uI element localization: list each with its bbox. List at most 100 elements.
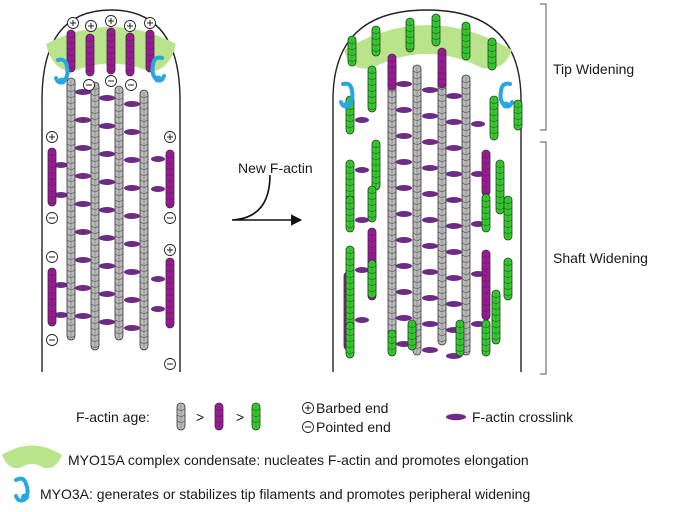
crosslink (355, 217, 369, 223)
crosslink (422, 217, 438, 223)
crosslink (151, 156, 165, 162)
pointed-end-marker (164, 212, 176, 224)
right-myo3a-motors (339, 81, 514, 109)
crosslink (75, 145, 91, 151)
crosslink (396, 211, 412, 217)
legend-graphics (2, 402, 466, 503)
old-actin-filament (437, 69, 447, 346)
crosslink (124, 297, 140, 303)
barbed-end-marker (144, 17, 156, 29)
crosslink (75, 257, 91, 263)
crosslink (99, 123, 115, 129)
arrow-label: New F-actin (238, 160, 313, 176)
crosslink (124, 241, 140, 247)
crosslink (446, 119, 462, 125)
crosslink (396, 159, 412, 165)
crosslink (446, 93, 462, 99)
new-actin-filament (387, 329, 397, 357)
crosslink (99, 207, 115, 213)
legend-order-symbol-2: > (236, 409, 245, 425)
legend-myo3a-label: MYO3A: generates or stabilizes tip filam… (40, 486, 531, 502)
new-actin-filament (503, 195, 513, 241)
crosslink (422, 113, 438, 119)
legend-crosslink-label: F-actin crosslink (472, 409, 574, 425)
new-actin-filament (367, 259, 377, 299)
new-actin-filament (345, 245, 355, 331)
new-actin-filament (371, 139, 381, 191)
legend-barbed-end-icon (302, 402, 314, 414)
barbed-end-marker (105, 15, 117, 27)
barbed-end-marker (124, 20, 136, 32)
barbed-end-marker (46, 131, 58, 143)
left-filaments (47, 27, 175, 351)
crosslink (355, 167, 369, 173)
new-actin-filament (491, 289, 501, 345)
crosslink (99, 95, 115, 101)
new-actin-arrow (231, 174, 303, 226)
myo3a-icon (54, 57, 70, 85)
new-actin-filament (405, 17, 415, 53)
crosslink (396, 263, 412, 269)
crosslink (151, 186, 165, 192)
crosslink (471, 121, 485, 127)
legend-new-actin-filament (251, 402, 261, 431)
old-actin-filament (387, 59, 397, 346)
crosslink (471, 221, 485, 227)
crosslink (355, 267, 369, 273)
legend-myo15a-label: MYO15A complex condensate: nucleates F-a… (68, 452, 529, 468)
crosslink (422, 295, 438, 301)
legend-crosslink-icon (446, 413, 466, 421)
new-actin-filament (431, 13, 441, 47)
mid-actin-filament (165, 149, 175, 209)
crosslink (124, 213, 140, 219)
tip-widening-label: Tip Widening (553, 61, 635, 77)
crosslink (446, 275, 462, 281)
crosslink (75, 285, 91, 291)
crosslink (99, 179, 115, 185)
mid-actin-filament (85, 33, 95, 77)
pointed-end-marker (164, 358, 176, 370)
crosslink (54, 162, 68, 168)
mid-actin-filament (165, 257, 175, 329)
right-filaments (343, 13, 523, 359)
old-actin-filament (461, 74, 471, 356)
crosslink (396, 107, 412, 113)
crosslink (75, 173, 91, 179)
new-actin-filament (461, 21, 471, 61)
new-actin-filament (489, 95, 499, 141)
crosslink (446, 171, 462, 177)
mid-actin-filament (106, 27, 116, 75)
crosslink (422, 165, 438, 171)
crosslink (396, 133, 412, 139)
left-myo3a-motors (54, 55, 166, 85)
old-actin-filament (114, 85, 124, 341)
crosslink (446, 301, 462, 307)
barbed-end-marker (164, 244, 176, 256)
mid-actin-filament (387, 53, 397, 91)
right-membrane-outline (332, 9, 522, 372)
crosslink (54, 312, 68, 318)
crosslink (446, 197, 462, 203)
crosslink (151, 306, 165, 312)
new-actin-filament (407, 319, 417, 351)
crosslink (446, 249, 462, 255)
pointed-end-marker (46, 212, 58, 224)
curved-arrow (231, 174, 303, 226)
mid-actin-filament (481, 249, 491, 321)
crosslink (446, 223, 462, 229)
left-stereocilium (41, 9, 181, 372)
crosslink (396, 315, 412, 321)
barbed-end-marker (67, 17, 79, 29)
crosslink (54, 282, 68, 288)
old-actin-filament (90, 81, 100, 351)
crosslink (396, 237, 412, 243)
new-actin-filament (487, 37, 497, 71)
region-brackets (540, 3, 547, 375)
mid-actin-filament (66, 29, 76, 73)
crosslink (124, 325, 140, 331)
crosslink (124, 269, 140, 275)
crosslink (124, 185, 140, 191)
legend-myo3a-icon (14, 476, 30, 503)
legend-age-filaments (176, 402, 314, 433)
crosslink (54, 192, 68, 198)
